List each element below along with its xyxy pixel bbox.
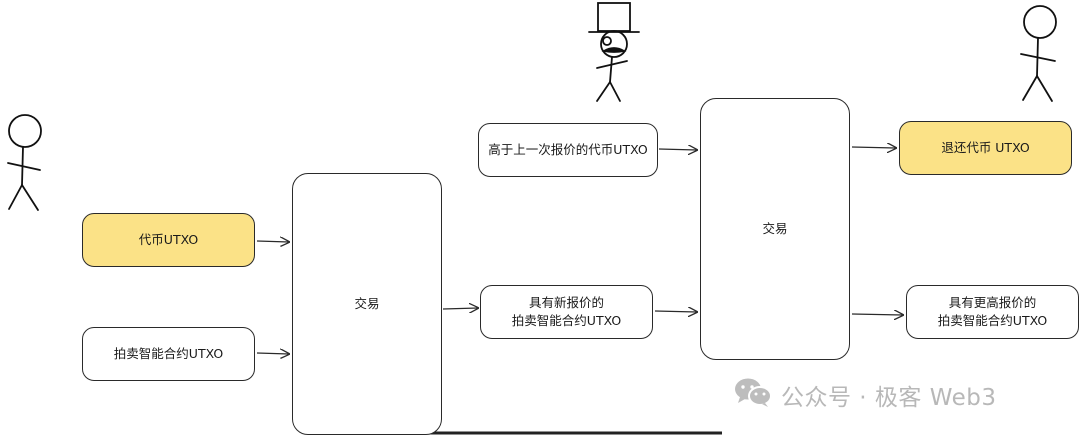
top-hat-figure-icon [588,2,640,102]
watermark: 公众号 · 极客 Web3 [733,376,997,414]
arrow-tx2-to-higher-contract [851,314,903,315]
stick-figure-icon [1020,5,1057,102]
new-bid-contract-utxo-box: 具有新报价的 拍卖智能合约UTXO [480,285,653,339]
arrow-tx1-to-new-bid [442,308,478,309]
higher-bid-token-utxo-box: 高于上一次报价的代币UTXO [478,123,658,177]
higher-bid-contract-utxo-box: 具有更高报价的 拍卖智能合约UTXO [906,285,1079,339]
auction-contract-utxo-box: 拍卖智能合约UTXO [82,327,255,381]
arrow-new-bid-to-tx2 [654,311,697,312]
stick-figure-icon [7,114,42,211]
watermark-text: 公众号 · 极客 Web3 [781,385,997,411]
arrow-contract-to-tx1 [256,353,289,354]
arrow-token-to-tx1 [256,241,289,242]
token-utxo-box: 代币UTXO [82,213,255,267]
transaction-box-1: 交易 [292,173,442,435]
arrow-tx2-to-refund [851,147,896,148]
wechat-icon [733,376,773,414]
refund-token-utxo-box: 退还代币 UTXO [899,121,1072,175]
transaction-box-2: 交易 [700,98,850,360]
arrow-higher-bid-to-tx2 [658,149,697,150]
